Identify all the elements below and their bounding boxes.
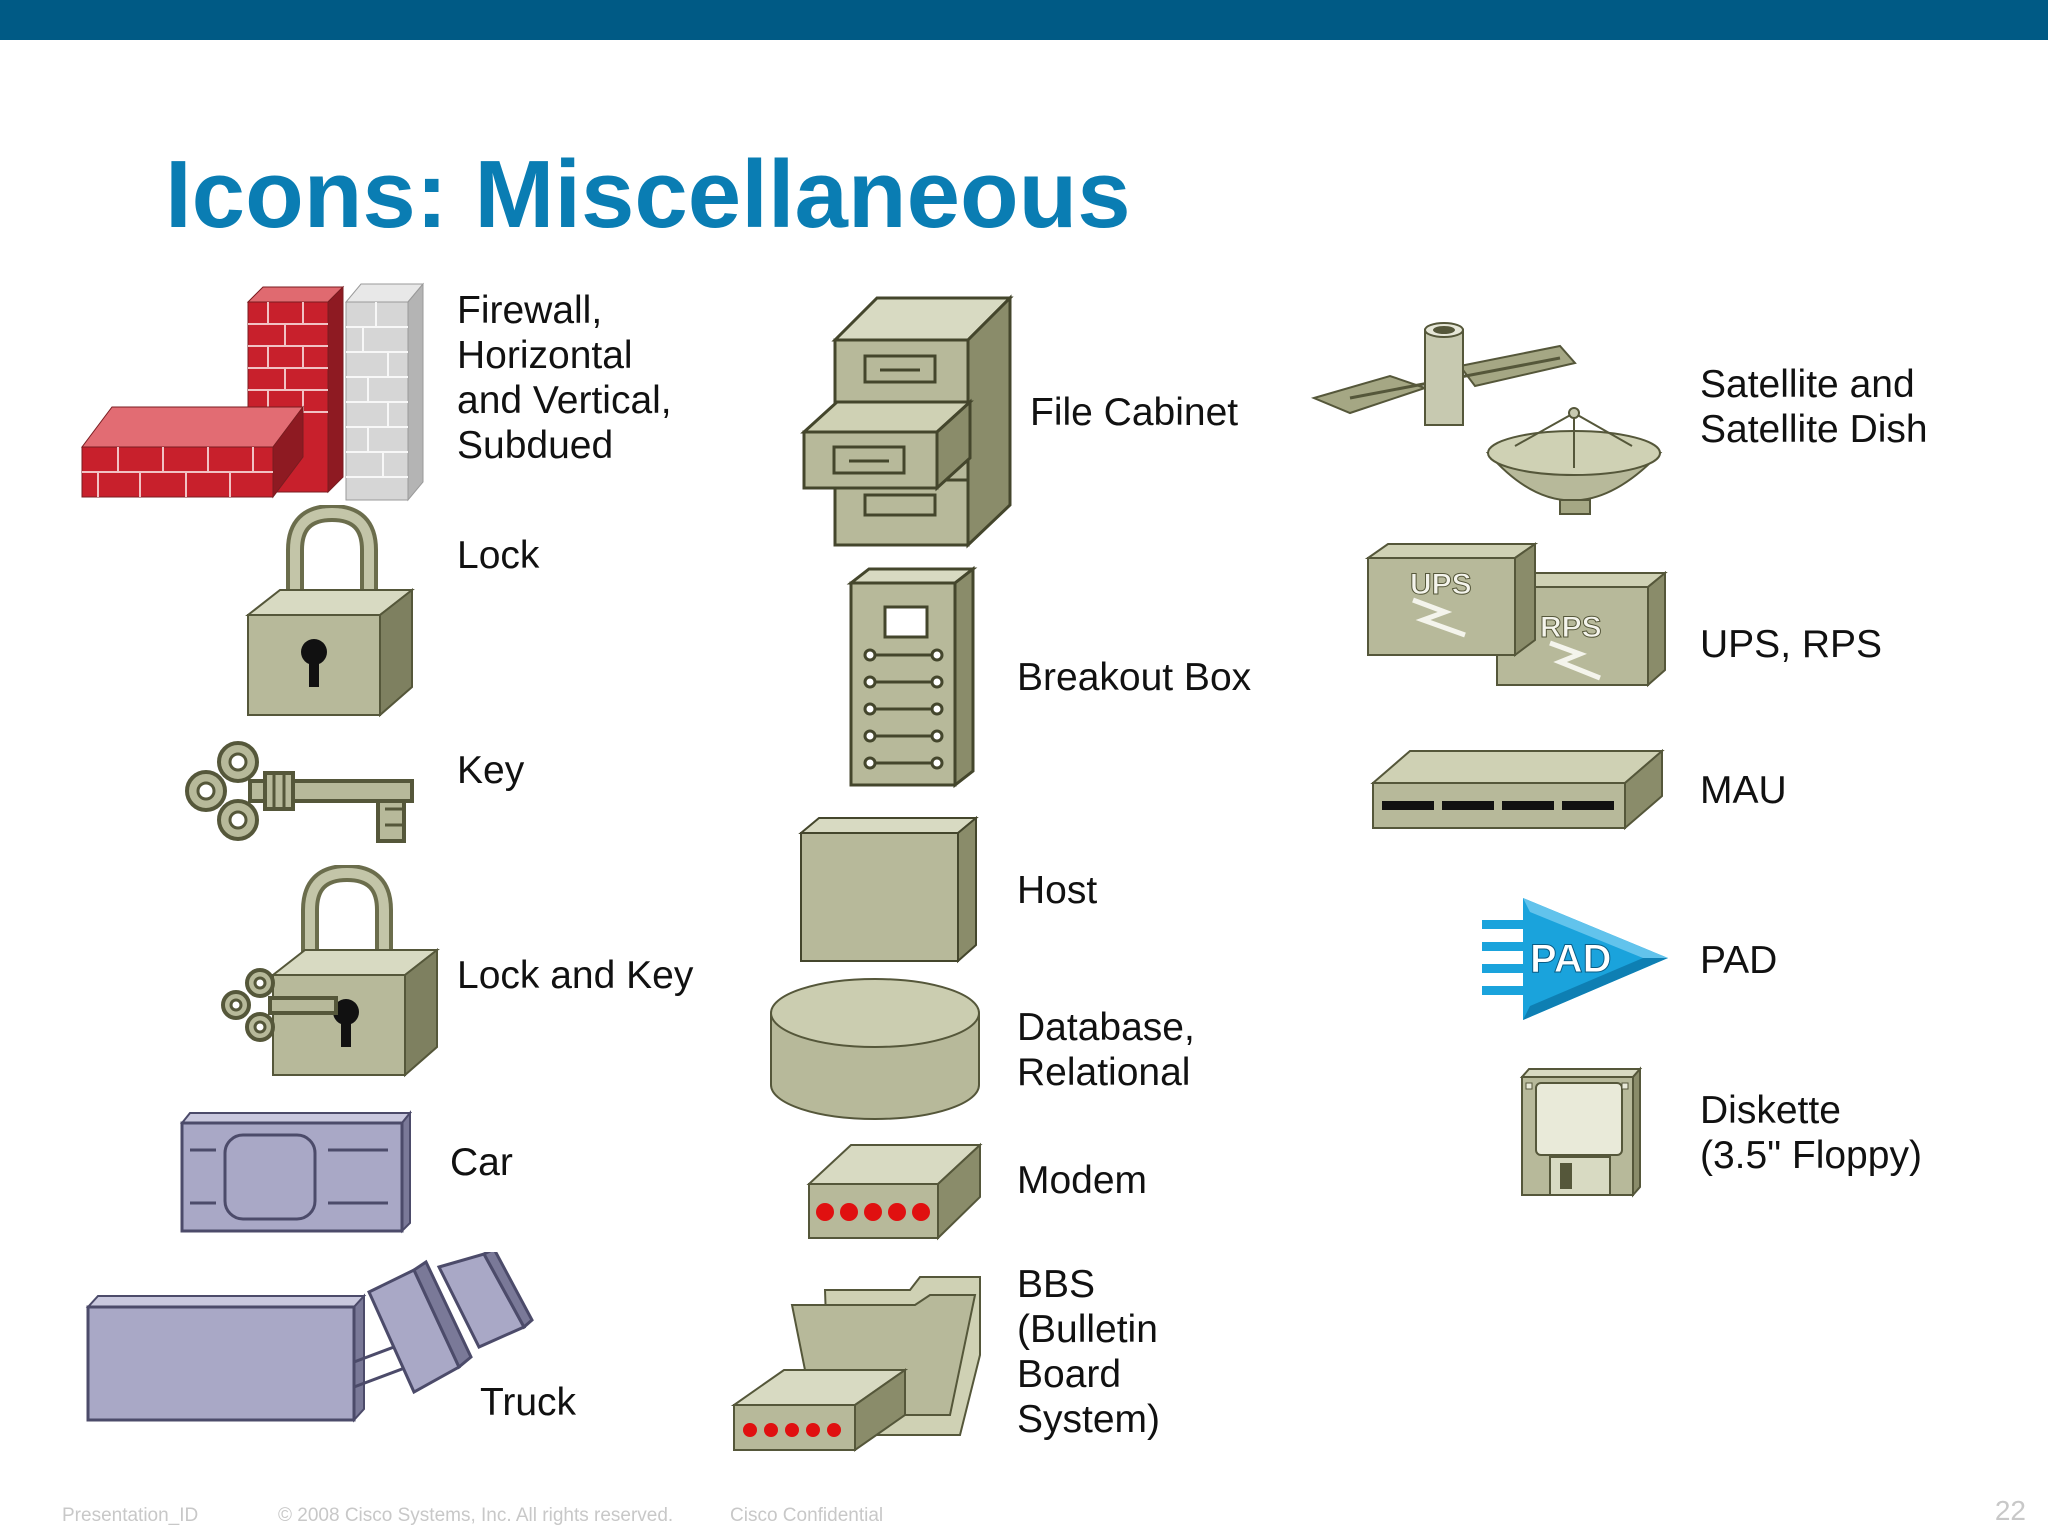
- diskette-icon: [1519, 1066, 1643, 1198]
- footer-copyright: © 2008 Cisco Systems, Inc. All rights re…: [278, 1505, 674, 1526]
- database-label-line: Database,: [1017, 1006, 1195, 1049]
- database-label: Database, Relational: [1017, 1005, 1195, 1095]
- truck-icon: [85, 1252, 534, 1423]
- footer-confidential: Cisco Confidential: [730, 1505, 884, 1526]
- pad-label: PAD: [1700, 939, 1778, 982]
- satellite-icon: [1310, 322, 1663, 515]
- host-icon: [798, 815, 979, 964]
- bbs-label: BBS (Bulletin Board System): [1017, 1262, 1160, 1442]
- ups-icon-text: UPS: [1410, 568, 1472, 601]
- firewall-label-line: Firewall,: [457, 289, 603, 332]
- page-number: 22: [1994, 1495, 2026, 1526]
- key-icon: [185, 741, 414, 843]
- slide-title: Icons: Miscellaneous: [165, 141, 1131, 248]
- firewall-label-line: and Vertical,: [457, 379, 672, 422]
- file-cabinet-label: File Cabinet: [1030, 391, 1239, 434]
- bbs-label-line: BBS: [1017, 1263, 1096, 1306]
- truck-label: Truck: [480, 1381, 577, 1424]
- pad-icon-text: PAD: [1530, 937, 1611, 981]
- mau-icon: [1370, 748, 1665, 831]
- breakout-box-label: Breakout Box: [1017, 656, 1252, 699]
- database-label-line: Relational: [1017, 1051, 1191, 1094]
- pad-icon: PAD: [1482, 898, 1668, 1020]
- bbs-label-line: Board: [1017, 1353, 1122, 1396]
- car-icon: [179, 1110, 413, 1234]
- lock-and-key-icon: [221, 865, 440, 1078]
- mau-label: MAU: [1700, 769, 1787, 812]
- ups-rps-label: UPS, RPS: [1700, 623, 1883, 666]
- satellite-label-line: Satellite and: [1700, 363, 1915, 406]
- diskette-label: Diskette (3.5" Floppy): [1700, 1088, 1922, 1178]
- firewall-label: Firewall, Horizontal and Vertical, Subdu…: [457, 288, 672, 468]
- bbs-icon: [730, 1276, 981, 1452]
- top-bar: [0, 0, 2048, 40]
- lock-icon: [245, 505, 415, 718]
- ups-rps-icon: UPS RPS: [1365, 542, 1668, 688]
- lock-and-key-label: Lock and Key: [457, 954, 694, 997]
- diskette-label-line: (3.5" Floppy): [1700, 1134, 1922, 1177]
- firewall-label-line: Horizontal: [457, 334, 633, 377]
- satellite-label-line: Satellite Dish: [1700, 408, 1928, 451]
- footer-presentation-id: Presentation_ID: [62, 1505, 199, 1526]
- bbs-label-line: System): [1017, 1398, 1161, 1441]
- bbs-label-line: (Bulletin: [1017, 1308, 1158, 1351]
- firewall-label-line: Subdued: [457, 424, 614, 467]
- firewall-icon: [81, 282, 425, 502]
- modem-label: Modem: [1017, 1159, 1148, 1202]
- breakout-box-icon: [846, 565, 978, 789]
- lock-label: Lock: [457, 534, 540, 577]
- satellite-label: Satellite and Satellite Dish: [1700, 362, 1928, 452]
- file-cabinet-icon: [800, 294, 1014, 549]
- key-label: Key: [457, 749, 525, 792]
- diskette-label-line: Diskette: [1700, 1089, 1841, 1132]
- modem-icon: [806, 1142, 983, 1241]
- database-icon: [770, 978, 980, 1120]
- car-label: Car: [450, 1141, 513, 1184]
- rps-icon-text: RPS: [1540, 611, 1602, 644]
- host-label: Host: [1017, 869, 1098, 912]
